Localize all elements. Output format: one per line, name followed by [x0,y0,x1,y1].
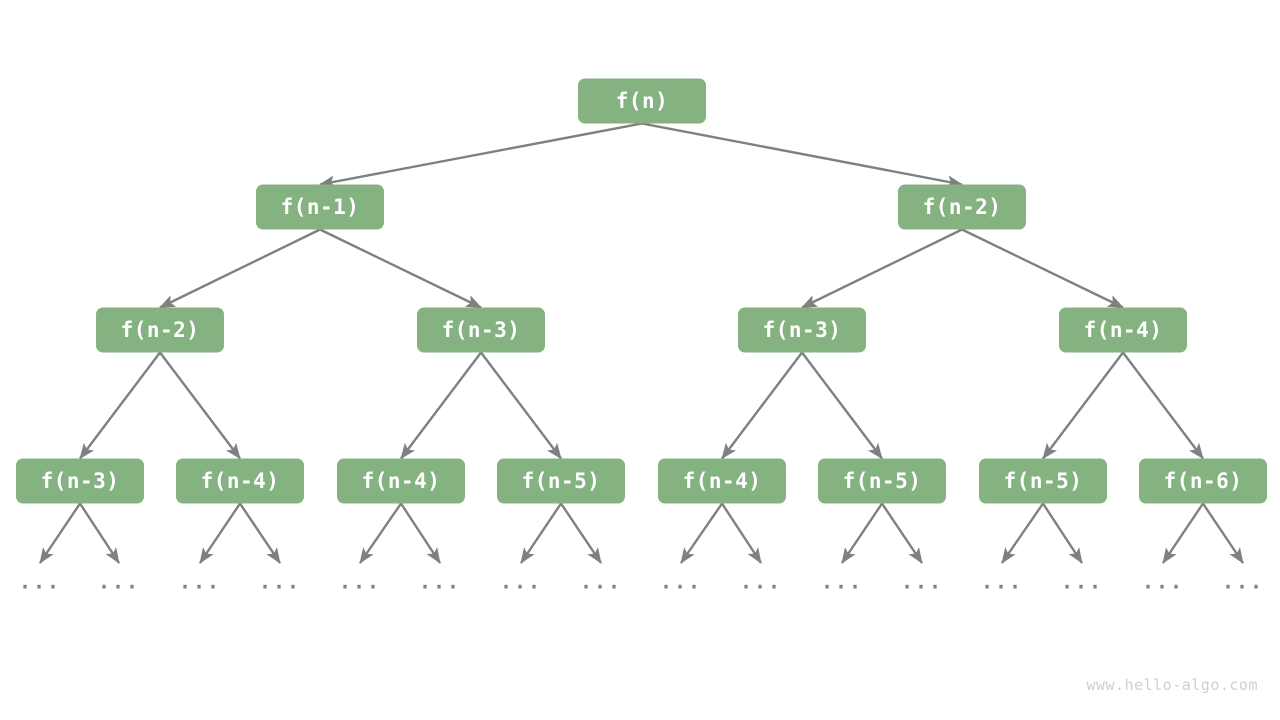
node-box [898,184,1026,230]
tree-edge [78,502,121,564]
tree-edge [881,502,923,564]
ellipsis-node: ... [19,570,61,594]
tree-node[interactable]: f(n-4) [337,458,465,504]
node-box [1059,307,1187,353]
node-box [1139,458,1267,504]
tree-node[interactable]: f(n-5) [979,458,1107,504]
tree-edge [79,351,161,460]
node-box [337,458,465,504]
node-box [818,458,946,504]
tree-edge [1162,502,1204,564]
node-box [578,78,706,124]
tree-node[interactable]: f(n-4) [658,458,786,504]
tree-edge [1001,502,1044,564]
tree-edge [39,502,81,564]
node-box [256,184,384,230]
node-label: f(n-5) [522,469,601,493]
node-box [658,458,786,504]
tree-edge [239,502,281,564]
node-box [96,307,224,353]
ellipsis-node: ... [419,570,461,594]
tree-edge [720,502,763,564]
ellipses-layer: ........................................… [19,570,1264,594]
tree-edge [359,502,402,564]
tree-node[interactable]: f(n-1) [256,184,384,230]
ellipsis-node: ... [98,570,140,594]
tree-node[interactable]: f(n-4) [1059,307,1187,353]
tree-edge [199,502,241,564]
tree-edge [319,122,643,188]
tree-edge [801,351,883,460]
node-label: f(n-3) [442,318,521,342]
node-label: f(n-4) [362,469,441,493]
node-label: f(n-3) [763,318,842,342]
ellipsis-node: ... [339,570,381,594]
tree-node[interactable]: f(n-2) [898,184,1026,230]
tree-edge [1122,351,1204,460]
tree-edge [1041,502,1084,564]
node-box [176,458,304,504]
tree-edge [1202,502,1244,564]
ellipsis-node: ... [821,570,863,594]
tree-node[interactable]: f(n-2) [96,307,224,353]
tree-edge [399,502,442,564]
node-label: f(n-5) [843,469,922,493]
tree-edge [319,228,482,309]
tree-node[interactable]: f(n-3) [16,458,144,504]
tree-edge [520,502,562,564]
node-label: f(n-4) [1084,318,1163,342]
node-label: f(n-6) [1164,469,1243,493]
tree-edge [159,228,321,309]
tree-node[interactable]: f(n-5) [497,458,625,504]
ellipsis-node: ... [660,570,702,594]
tree-node[interactable]: f(n-4) [176,458,304,504]
node-label: f(n-4) [683,469,762,493]
ellipsis-node: ... [901,570,943,594]
node-box [979,458,1107,504]
ellipsis-node: ... [500,570,542,594]
tree-edge [560,502,602,564]
ellipsis-node: ... [740,570,782,594]
ellipsis-node: ... [1142,570,1184,594]
tree-edge [721,351,803,460]
node-label: f(n-5) [1004,469,1083,493]
tree-edge [961,228,1124,309]
ellipsis-node: ... [259,570,301,594]
node-box [417,307,545,353]
node-label: f(n-3) [41,469,120,493]
tree-edge [1042,351,1124,460]
ellipsis-node: ... [1061,570,1103,594]
tree-node[interactable]: f(n-6) [1139,458,1267,504]
tree-node[interactable]: f(n-3) [738,307,866,353]
tree-node[interactable]: f(n) [578,78,706,124]
tree-edge [680,502,723,564]
tree-edge [400,351,482,460]
node-box [16,458,144,504]
node-box [497,458,625,504]
tree-edge [480,351,562,460]
ellipsis-node: ... [580,570,622,594]
ellipsis-node: ... [179,570,221,594]
node-label: f(n) [616,89,669,113]
node-label: f(n-1) [281,195,360,219]
tree-edge [841,502,883,564]
node-box [738,307,866,353]
tree-edge [641,122,963,188]
node-label: f(n-2) [923,195,1002,219]
tree-edge [159,351,241,460]
node-label: f(n-2) [121,318,200,342]
watermark: www.hello-algo.com [1086,676,1258,694]
ellipsis-node: ... [981,570,1023,594]
tree-node[interactable]: f(n-5) [818,458,946,504]
ellipsis-node: ... [1222,570,1264,594]
nodes-layer: f(n) f(n-1) f(n-2) f(n-2) f(n-3) f(n-3) f(n-4)… [16,78,1267,504]
edges-layer [39,122,1244,564]
node-label: f(n-4) [201,469,280,493]
tree-node[interactable]: f(n-3) [417,307,545,353]
tree-edge [801,228,963,309]
